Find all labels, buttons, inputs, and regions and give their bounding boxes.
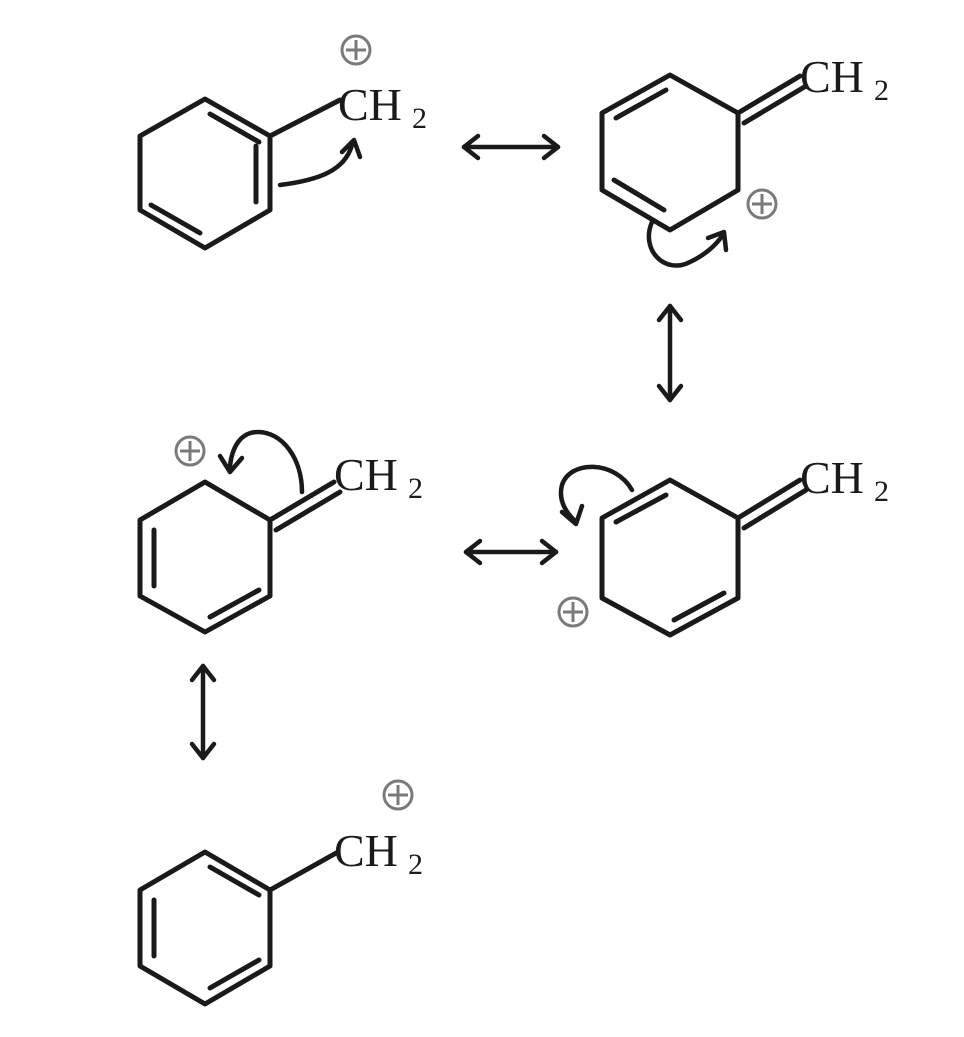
ring-3 (599, 477, 741, 638)
curved-arrow-4 (227, 429, 305, 495)
ring-4 (137, 479, 273, 635)
double-bond-1c (148, 202, 203, 236)
resonance-arrow-4 (189, 663, 217, 761)
ch2-bond-1 (267, 97, 343, 139)
ch2-label-4: CH (334, 449, 398, 500)
resonance-arrow-1 (461, 133, 561, 161)
exocyclic-bond-2b (741, 83, 809, 126)
positive-charge-4 (174, 435, 206, 467)
resonance-arrow-3 (463, 538, 559, 566)
exocyclic-bond-3a (735, 477, 803, 521)
curved-arrow-3 (558, 464, 635, 523)
resonance-arrow-2 (656, 303, 684, 403)
double-bond-5a (207, 864, 262, 898)
positive-charge-5 (382, 779, 414, 811)
arrow-head-3 (559, 503, 585, 527)
structure-5: CH 2 (137, 779, 423, 1007)
arrow-head-4 (217, 453, 245, 475)
ring-2 (599, 72, 741, 233)
ch2-subscript-2: 2 (874, 74, 889, 107)
ch2-subscript-3: 2 (874, 475, 889, 508)
ch2-label-3: CH (800, 452, 864, 503)
benzene-ring-5 (137, 849, 273, 1007)
ch2-label-2: CH (800, 51, 864, 102)
arrow-head-2 (705, 229, 729, 253)
curved-arrow-1 (277, 142, 355, 188)
structure-2: CH 2 (599, 51, 889, 268)
ch2-subscript-5: 2 (408, 848, 423, 881)
ch2-label-1: CH (338, 79, 402, 130)
exocyclic-bond-2a (735, 73, 803, 116)
double-bond-2b (611, 177, 667, 213)
double-bond-1a (207, 111, 262, 145)
structure-1: CH 2 (137, 34, 427, 251)
exocyclic-bond-4a (267, 479, 337, 523)
structure-4: CH 2 (137, 429, 423, 635)
positive-charge-3 (557, 596, 589, 628)
positive-charge-1 (340, 34, 372, 66)
double-bond-3b (671, 590, 727, 623)
positive-charge-2 (746, 188, 778, 220)
ch2-label-5: CH (334, 825, 398, 876)
ch2-subscript-1: 2 (412, 102, 427, 135)
benzene-ring-1 (137, 96, 273, 251)
structure-3: CH 2 (557, 452, 889, 638)
curved-arrow-2 (646, 219, 725, 268)
double-bond-2a (613, 87, 669, 121)
ch2-bond-5 (267, 849, 341, 893)
arrow-head-1 (339, 137, 363, 160)
double-bond-5c (207, 957, 262, 991)
exocyclic-bond-3b (741, 487, 809, 531)
exocyclic-bond-4b (273, 489, 343, 533)
double-bond-4b (207, 587, 262, 620)
ch2-subscript-4: 2 (408, 472, 423, 505)
double-bond-3a (613, 492, 669, 525)
